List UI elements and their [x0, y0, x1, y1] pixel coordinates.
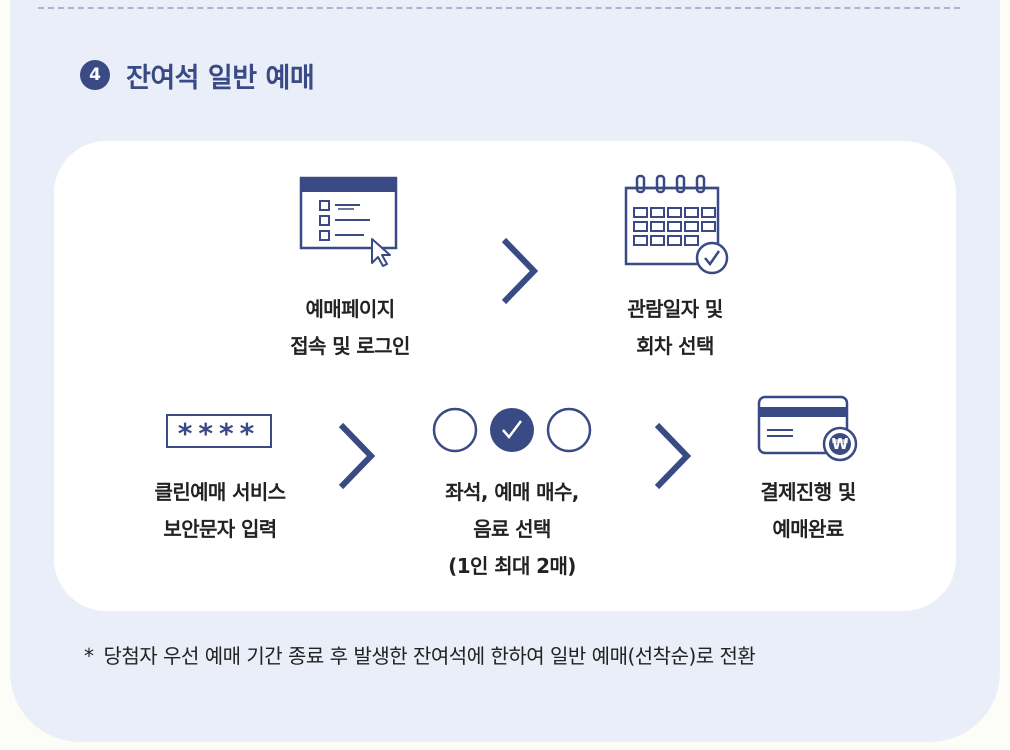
- step-3-label: 클린예매 서비스 보안문자 입력: [110, 474, 330, 548]
- password-mask: ****: [177, 417, 261, 450]
- select-options-icon: [432, 407, 592, 453]
- password-field-icon: ****: [166, 414, 272, 450]
- step-number-badge: 4: [80, 60, 110, 90]
- section-heading: 4 잔여석 일반 예매: [80, 58, 315, 94]
- credit-card-icon: [757, 395, 858, 462]
- chevron-right-icon: [338, 422, 376, 490]
- step-2-line-2: 회차 선택: [636, 334, 714, 358]
- won-symbol: ₩: [831, 435, 849, 453]
- step-1-line-1: 예매페이지: [305, 297, 396, 321]
- step-4-line-3: (1인 최대 2매): [448, 554, 576, 578]
- step-1-label: 예매페이지 접속 및 로그인: [240, 291, 460, 365]
- step-4-label: 좌석, 예매 매수, 음료 선택 (1인 최대 2매): [402, 474, 622, 585]
- step-5-line-2: 예매완료: [772, 517, 844, 541]
- web-page-cursor-icon: [299, 176, 398, 267]
- step-2-line-1: 관람일자 및: [627, 297, 723, 321]
- chevron-right-icon: [654, 422, 692, 490]
- step-2-label: 관람일자 및 회차 선택: [565, 291, 785, 365]
- dashed-divider: [38, 7, 960, 9]
- step-5-label: 결제진행 및 예매완료: [698, 474, 918, 548]
- step-4-line-1: 좌석, 예매 매수,: [445, 480, 579, 504]
- footnote-mark: *: [84, 644, 94, 668]
- section-title: 잔여석 일반 예매: [126, 62, 315, 94]
- card-payment-icon: ₩: [757, 394, 863, 462]
- process-card: [54, 141, 956, 611]
- step-3-line-1: 클린예매 서비스: [154, 480, 287, 504]
- chevron-right-icon: [501, 237, 539, 305]
- step-5-line-1: 결제진행 및: [760, 480, 856, 504]
- step-1-line-2: 접속 및 로그인: [290, 334, 410, 358]
- calendar-check-icon: [624, 174, 729, 275]
- step-3-line-2: 보안문자 입력: [163, 517, 277, 541]
- footnote: * 당첨자 우선 예매 기간 종료 후 발생한 잔여석에 한하여 일반 예매(선착…: [84, 640, 944, 669]
- step-4-line-2: 음료 선택: [473, 517, 551, 541]
- footnote-text: 당첨자 우선 예매 기간 종료 후 발생한 잔여석에 한하여 일반 예매(선착순…: [103, 644, 756, 668]
